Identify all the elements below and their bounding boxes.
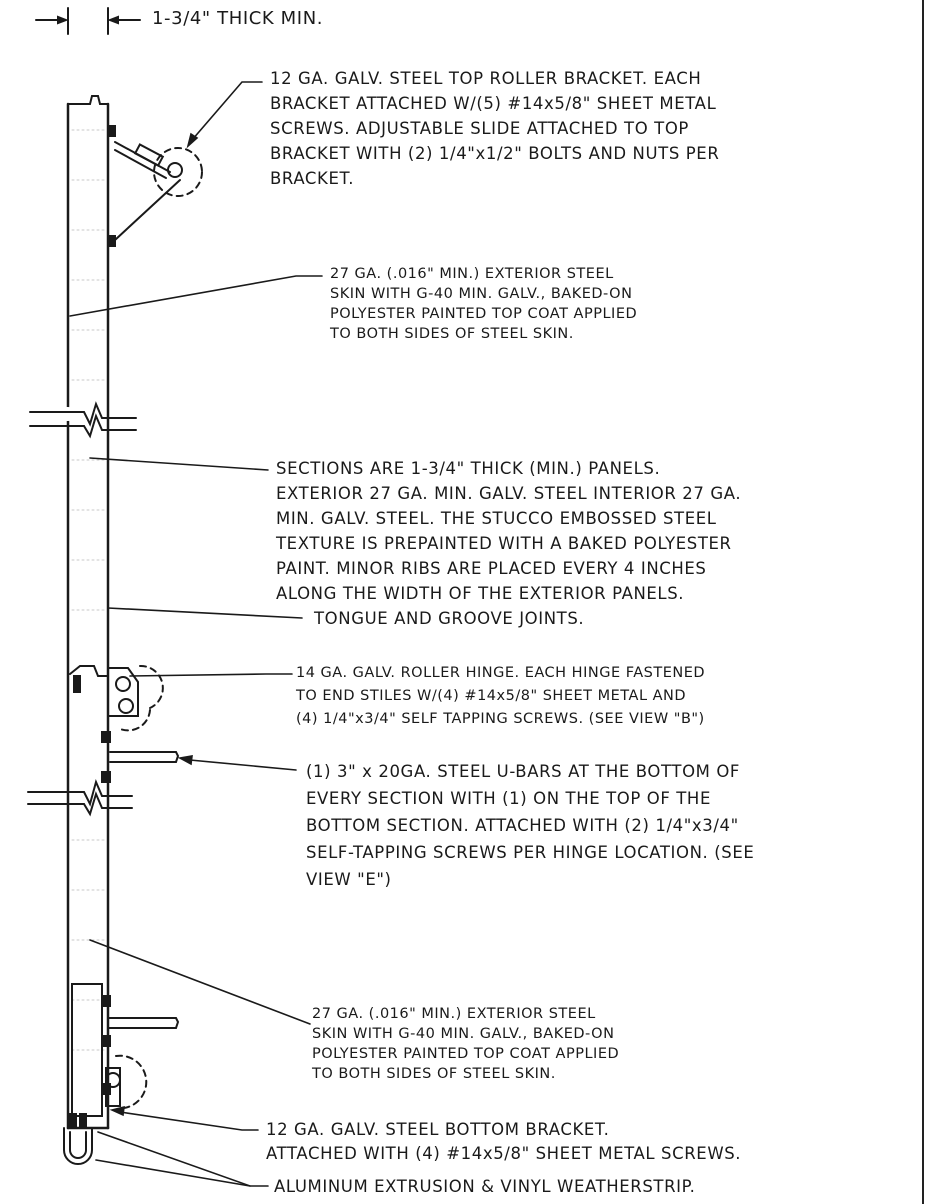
- note-line: BRACKET WITH (2) 1/4"x1/2" BOLTS AND NUT…: [270, 144, 720, 163]
- note-line: 27 GA. (.016" MIN.) EXTERIOR STEEL: [330, 266, 614, 282]
- note-line: ATTACHED WITH (4) #14x5/8" SHEET METAL S…: [266, 1144, 742, 1163]
- note-line: POLYESTER PAINTED TOP COAT APPLIED: [330, 306, 638, 322]
- note-line: SKIN WITH G-40 MIN. GALV., BAKED-ON: [330, 286, 633, 302]
- note-line: 12 GA. GALV. STEEL TOP ROLLER BRACKET. E…: [270, 69, 702, 88]
- u-bars-note: (1) 3" x 20GA. STEEL U-BARS AT THE BOTTO…: [306, 758, 754, 893]
- note-line: BRACKET ATTACHED W/(5) #14x5/8" SHEET ME…: [270, 94, 717, 113]
- note-line: 12 GA. GALV. STEEL BOTTOM BRACKET.: [266, 1120, 610, 1139]
- u-bar-middle: [109, 751, 180, 763]
- note-line: BOTTOM SECTION. ATTACHED WITH (2) 1/4"x3…: [306, 816, 739, 835]
- note-line: VIEW "E"): [306, 870, 392, 889]
- note-line: TONGUE AND GROOVE JOINTS.: [314, 609, 585, 628]
- leader-lines: [69, 81, 323, 1187]
- note-line: TEXTURE IS PREPAINTED WITH A BAKED POLYE…: [276, 534, 732, 553]
- note-line: (1) 3" x 20GA. STEEL U-BARS AT THE BOTTO…: [306, 762, 741, 781]
- exterior-skin-bottom-note: 27 GA. (.016" MIN.) EXTERIOR STEEL SKIN …: [312, 1004, 619, 1084]
- note-line: EXTERIOR 27 GA. MIN. GALV. STEEL INTERIO…: [276, 484, 742, 503]
- break-line-upper: [23, 401, 137, 439]
- roller-hinge-note: 14 GA. GALV. ROLLER HINGE. EACH HINGE FA…: [296, 662, 705, 731]
- note-line: PAINT. MINOR RIBS ARE PLACED EVERY 4 INC…: [276, 559, 707, 578]
- bottom-bracket-note: 12 GA. GALV. STEEL BOTTOM BRACKET. ATTAC…: [266, 1118, 741, 1166]
- exterior-skin-top-note: 27 GA. (.016" MIN.) EXTERIOR STEEL SKIN …: [330, 264, 637, 344]
- door-panel: [66, 95, 110, 1130]
- break-line-lower: [27, 778, 133, 817]
- sections-note: SECTIONS ARE 1-3/4" THICK (MIN.) PANELS.…: [276, 456, 741, 606]
- weatherstrip-note: ALUMINUM EXTRUSION & VINYL WEATHERSTRIP.: [274, 1174, 695, 1199]
- note-line: 14 GA. GALV. ROLLER HINGE. EACH HINGE FA…: [296, 665, 706, 681]
- note-line: BRACKET.: [270, 169, 355, 188]
- note-line: ALUMINUM EXTRUSION & VINYL WEATHERSTRIP.: [274, 1177, 696, 1196]
- roller-hinge: [69, 595, 164, 783]
- note-line: (4) 1/4"x3/4" SELF TAPPING SCREWS. (SEE …: [296, 711, 705, 727]
- thickness-dimension: [35, 7, 141, 35]
- note-line: TO BOTH SIDES OF STEEL SKIN.: [330, 326, 574, 342]
- note-line: POLYESTER PAINTED TOP COAT APPLIED: [312, 1046, 620, 1062]
- thickness-dimension-label: 1-3/4" THICK MIN.: [152, 8, 324, 29]
- note-line: ALONG THE WIDTH OF THE EXTERIOR PANELS.: [276, 584, 685, 603]
- note-line: TO END STILES W/(4) #14x5/8" SHEET METAL…: [296, 688, 687, 704]
- top-roller-bracket-note: 12 GA. GALV. STEEL TOP ROLLER BRACKET. E…: [270, 66, 719, 191]
- frame-border: [922, 0, 924, 1204]
- tongue-groove-note: TONGUE AND GROOVE JOINTS.: [314, 606, 584, 631]
- note-line: 27 GA. (.016" MIN.) EXTERIOR STEEL: [312, 1006, 596, 1022]
- note-line: MIN. GALV. STEEL. THE STUCCO EMBOSSED ST…: [276, 509, 717, 528]
- note-line: SKIN WITH G-40 MIN. GALV., BAKED-ON: [312, 1026, 615, 1042]
- note-line: EVERY SECTION WITH (1) ON THE TOP OF THE: [306, 789, 711, 808]
- note-line: SELF-TAPPING SCREWS PER HINGE LOCATION. …: [306, 843, 755, 862]
- bottom-assembly: [63, 983, 180, 1165]
- note-line: SCREWS. ADJUSTABLE SLIDE ATTACHED TO TOP: [270, 119, 689, 138]
- note-line: TO BOTH SIDES OF STEEL SKIN.: [312, 1066, 556, 1082]
- note-line: SECTIONS ARE 1-3/4" THICK (MIN.) PANELS.: [276, 459, 661, 478]
- top-roller-bracket: [107, 125, 203, 247]
